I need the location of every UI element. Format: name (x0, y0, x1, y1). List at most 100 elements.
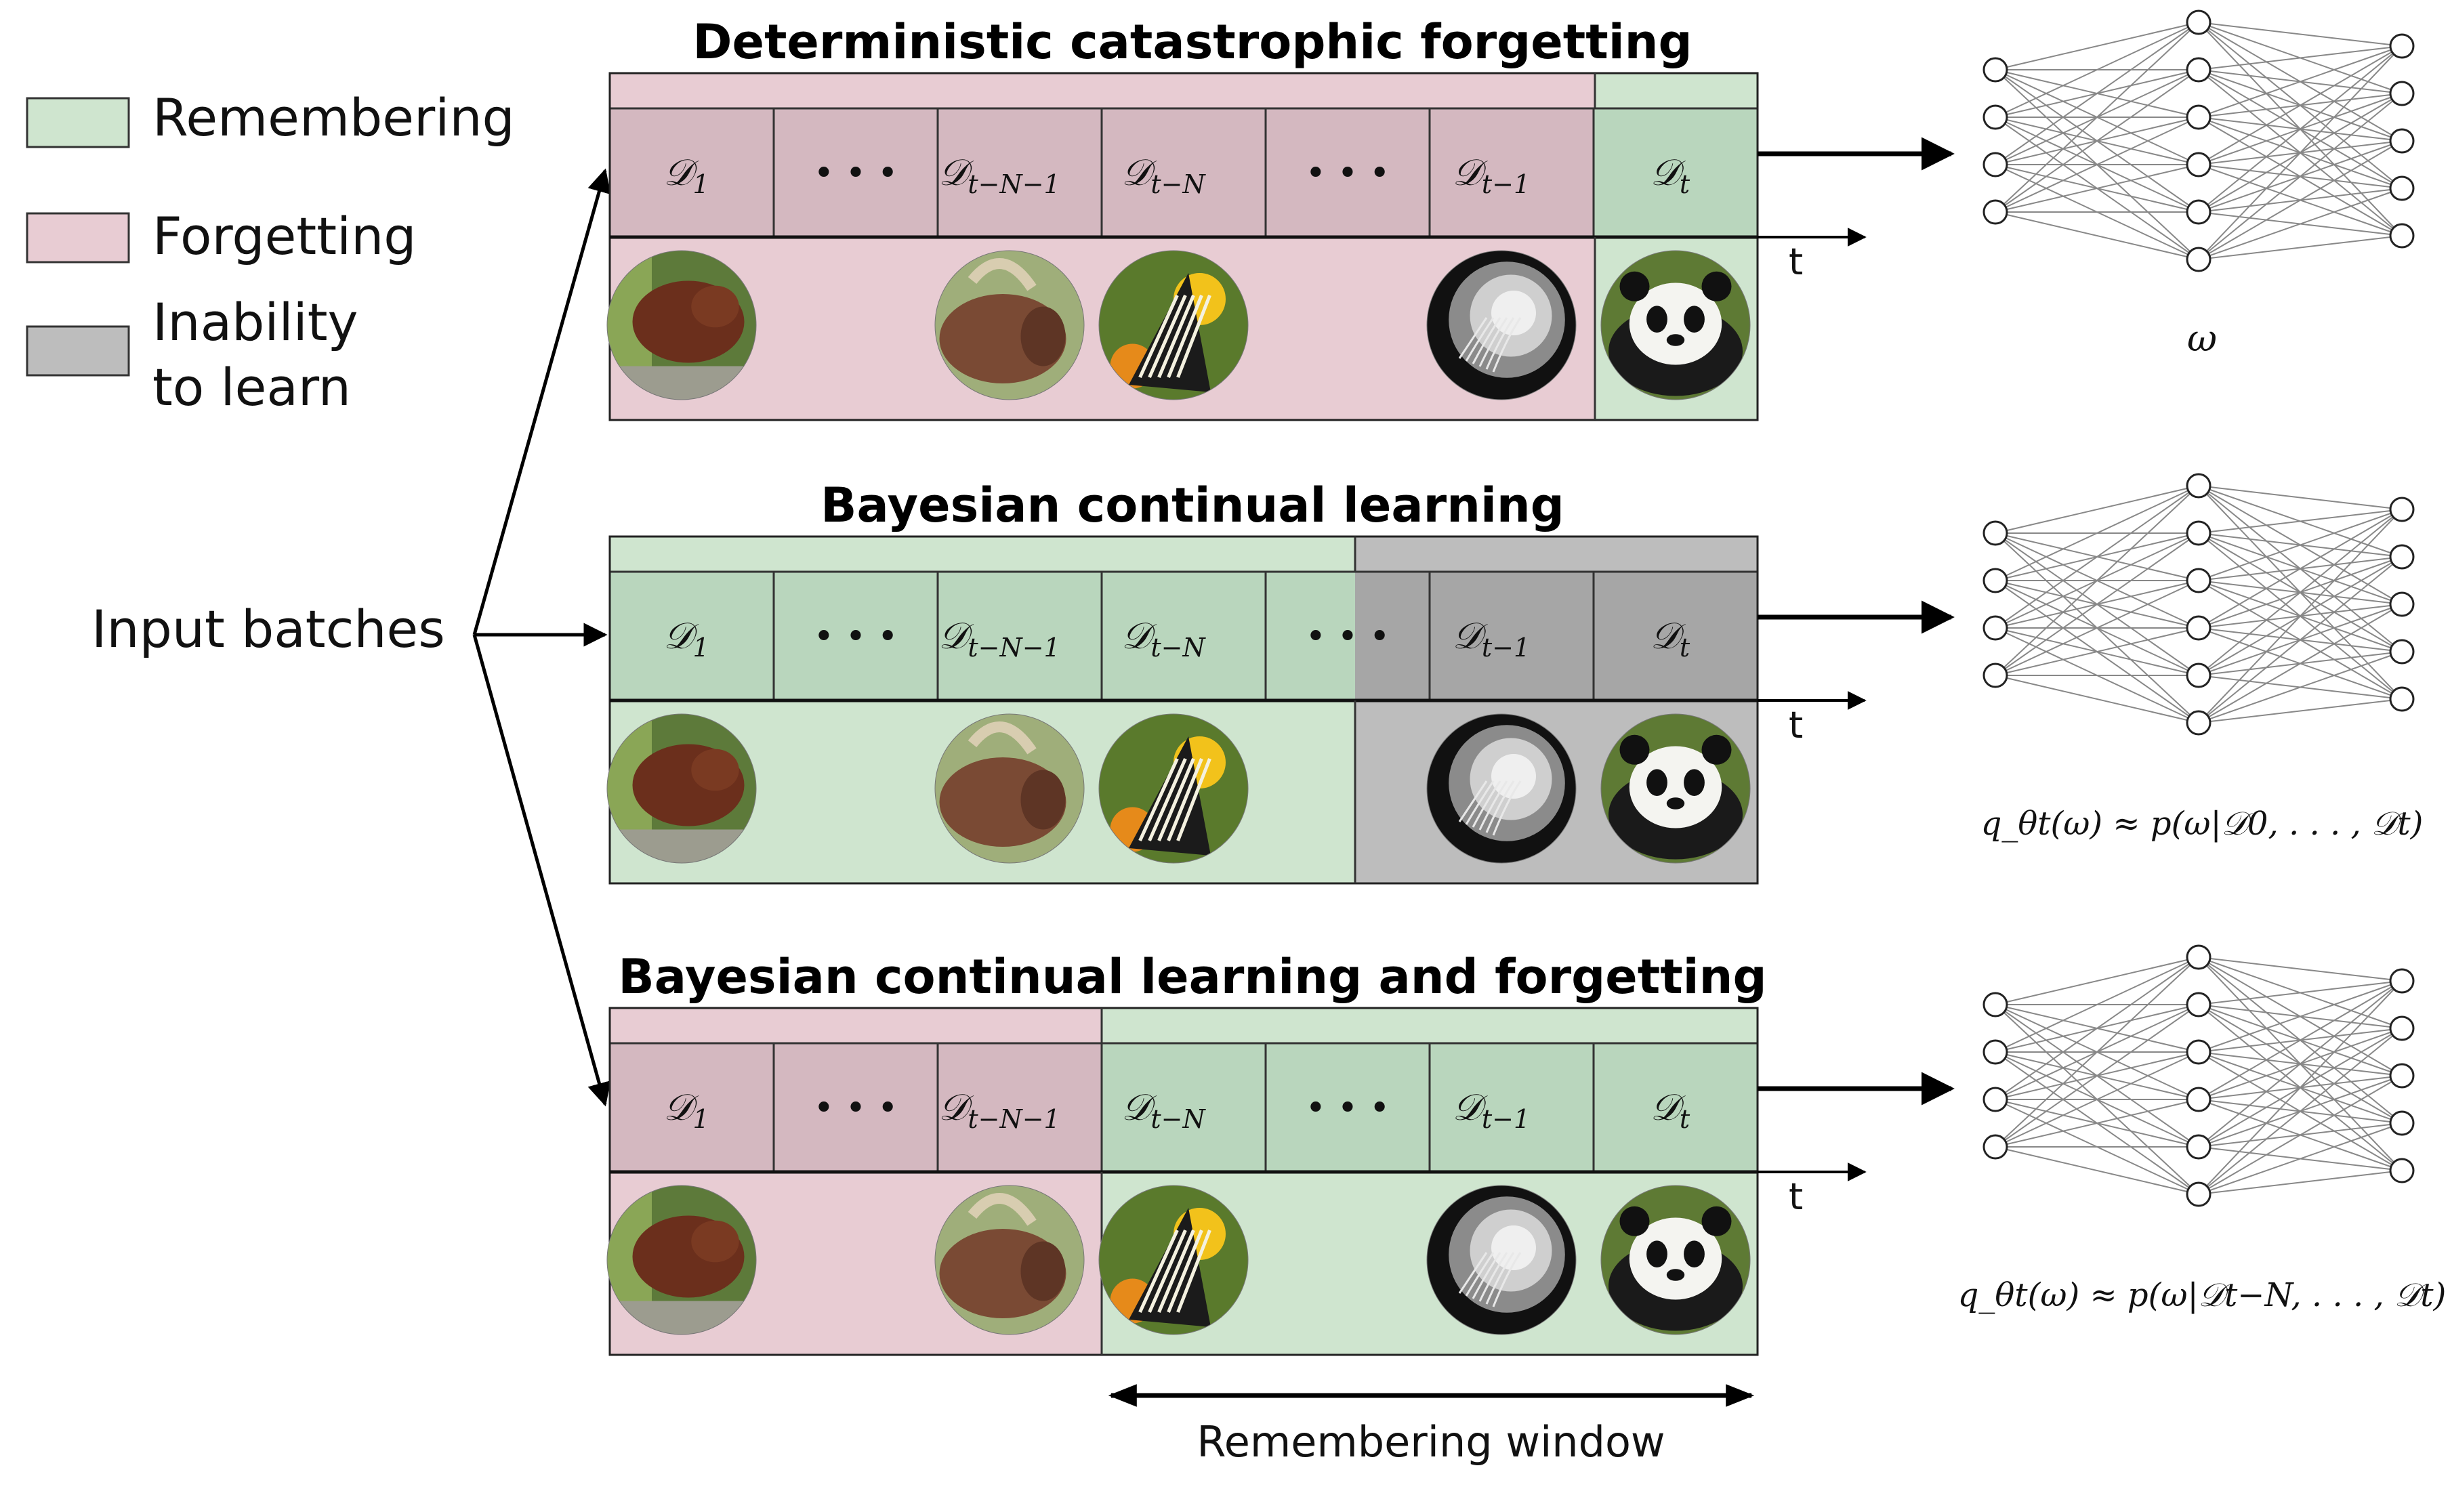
network-node (2389, 1158, 2415, 1183)
neural-network (1982, 9, 2415, 272)
network-node (2186, 57, 2212, 83)
network-node (2186, 1181, 2212, 1207)
band-inability (1355, 537, 1758, 572)
batch-cell (1430, 108, 1594, 237)
legend-label-inability: Inability (152, 292, 358, 352)
bull-image (934, 1185, 1085, 1335)
network-node (2186, 520, 2212, 546)
network-node (2186, 710, 2212, 736)
time-label: t (1789, 1175, 1803, 1218)
network-node (2389, 1015, 2415, 1041)
batch-label: 𝒟t−N (1121, 614, 1206, 663)
panda-image (1600, 250, 1751, 400)
network-node (1982, 1039, 2008, 1065)
input-arrow-top (472, 168, 611, 635)
network-node (1982, 520, 2008, 546)
legend-swatch-inability (26, 325, 130, 377)
input-batches-label: Input batches (91, 599, 445, 659)
batch-label: 𝒟t (1650, 151, 1690, 199)
network-node (1982, 57, 2008, 83)
band-remember (1102, 1008, 1758, 1043)
batch-cell (1102, 572, 1266, 700)
input-arrow-bottom (472, 634, 611, 1107)
network-node (2186, 9, 2212, 35)
jellyfish-image (1426, 250, 1577, 400)
input-arrows (472, 168, 611, 1107)
network-node (2186, 944, 2212, 970)
time-label: t (1789, 704, 1803, 747)
panel-frame (608, 72, 1759, 421)
bull-image (934, 250, 1085, 400)
band-forget (610, 73, 1595, 108)
network-label: q_θt(ω) ≈ p(ω|𝒟t−N, . . . , 𝒟t) (1958, 1276, 2447, 1314)
network-node (1982, 1134, 2008, 1160)
network-node (2186, 199, 2212, 225)
neural-network (1982, 473, 2415, 736)
batch-cell (610, 1043, 774, 1172)
panda-image (1600, 713, 1751, 864)
butterfly-image (1098, 250, 1249, 400)
panel-title: Bayesian continual learning and forgetti… (618, 949, 1766, 1005)
network-node (2389, 128, 2415, 154)
panel-1: Deterministic catastrophic forgetting𝒟1•… (606, 9, 2415, 421)
network-node (1982, 568, 2008, 593)
legend-label-inability-line2: to learn (152, 357, 351, 417)
neural-network (1982, 944, 2415, 1207)
network-edges (1995, 957, 2403, 1195)
jellyfish-image (1426, 1185, 1577, 1335)
bull-image (934, 713, 1085, 864)
band-remember (610, 537, 1355, 572)
network-node (2186, 104, 2212, 130)
batch-label: 𝒟t−N (1121, 151, 1206, 199)
network-label: q_θt(ω) ≈ p(ω|𝒟0, . . . , 𝒟t) (1981, 805, 2424, 843)
network-node (2389, 639, 2415, 665)
network-node (2186, 473, 2212, 499)
network-node (1982, 663, 2008, 688)
batch-cell (938, 1043, 1102, 1172)
ellipsis-dots: • • • (1305, 616, 1390, 657)
time-label: t (1789, 240, 1803, 283)
panda-image (1600, 1185, 1751, 1335)
panel-frame (608, 1007, 1759, 1356)
batch-cell (938, 572, 1102, 700)
legend-swatch-forgetting (26, 212, 130, 264)
remembering-window-label: Remembering window (1197, 1417, 1665, 1467)
network-node (2389, 591, 2415, 617)
network-node (2186, 247, 2212, 272)
network-edges (1995, 22, 2403, 260)
panels: Deterministic catastrophic forgetting𝒟1•… (606, 9, 2447, 1356)
network-node (2389, 1063, 2415, 1089)
network-node (2389, 81, 2415, 106)
ellipsis-dots: • • • (813, 1088, 898, 1129)
network-node (2186, 568, 2212, 593)
batch-cell (1102, 108, 1266, 237)
batch-cell (610, 572, 774, 700)
network-node (2186, 1087, 2212, 1112)
batch-cell (774, 108, 938, 237)
network-node (2389, 1110, 2415, 1136)
batch-cell (1430, 572, 1594, 700)
batch-label: 𝒟t−1 (1453, 614, 1530, 663)
network-label: ω (2187, 317, 2217, 360)
panel-title: Bayesian continual learning (821, 478, 1564, 533)
network-node (2186, 1039, 2212, 1065)
network-node (2389, 33, 2415, 59)
network-node (2186, 615, 2212, 641)
network-node (2186, 1134, 2212, 1160)
batch-cell (774, 572, 938, 700)
band-remember (1595, 73, 1758, 108)
network-node (1982, 152, 2008, 177)
batch-label: 𝒟t−N−1 (938, 614, 1060, 663)
network-node (2389, 497, 2415, 522)
legend-label-remembering: Remembering (152, 87, 515, 148)
network-node (2186, 992, 2212, 1017)
ellipsis-dots: • • • (1305, 153, 1390, 194)
network-node (2389, 175, 2415, 201)
band-forget (610, 1008, 1102, 1043)
butterfly-image (1098, 713, 1249, 864)
butterfly-image (1098, 1185, 1249, 1335)
network-node (2186, 152, 2212, 177)
legend-swatch-remembering (26, 97, 130, 148)
